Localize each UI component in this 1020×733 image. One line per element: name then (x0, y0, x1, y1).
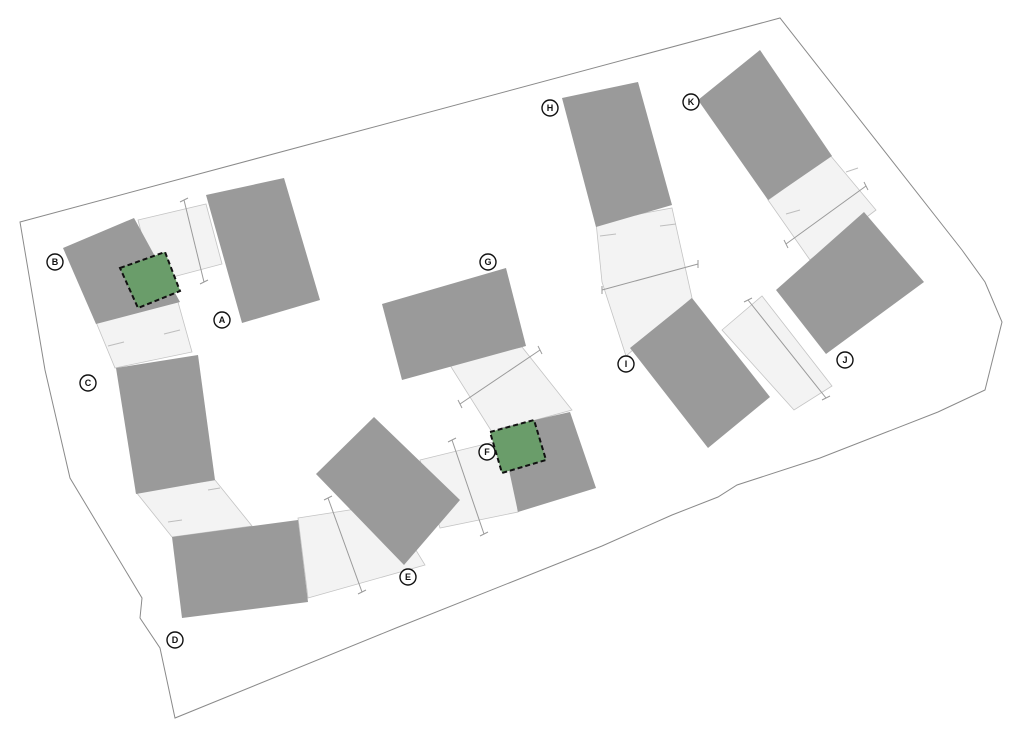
buildings (63, 50, 924, 618)
svg-text:C: C (85, 378, 92, 388)
svg-text:F: F (484, 447, 490, 457)
marker-d: D (166, 631, 184, 649)
svg-text:J: J (842, 355, 847, 365)
svg-text:E: E (405, 572, 411, 582)
building-d (172, 520, 308, 618)
building-k (698, 50, 832, 200)
svg-text:A: A (219, 315, 226, 325)
marker-c: C (79, 374, 97, 392)
highlight-zone-b (118, 250, 182, 310)
marker-b: B (46, 253, 64, 271)
marker-e: E (399, 568, 417, 586)
markers: A B C D E F G H I J K (46, 93, 854, 649)
marker-j: J (836, 351, 854, 369)
svg-text:H: H (547, 103, 554, 113)
marker-g: G (479, 253, 497, 271)
building-h (562, 82, 672, 227)
building-i (630, 298, 770, 448)
building-j (776, 212, 924, 354)
building-c (116, 355, 215, 494)
svg-text:K: K (688, 97, 695, 107)
dimension-lines (179, 181, 869, 595)
connector-i-j (721, 295, 833, 411)
highlighted-zones (118, 250, 548, 475)
svg-text:B: B (52, 257, 59, 267)
connector-hints (107, 167, 859, 523)
svg-text:D: D (172, 635, 179, 645)
highlight-zone-f (488, 418, 548, 475)
svg-text:G: G (484, 257, 491, 267)
marker-h: H (541, 99, 559, 117)
marker-f: F (478, 443, 496, 461)
building-e (316, 417, 460, 565)
marker-i: I (617, 355, 635, 373)
building-a (206, 178, 320, 323)
marker-a: A (213, 311, 231, 329)
marker-k: K (682, 93, 700, 111)
building-g (382, 268, 526, 380)
svg-text:I: I (625, 359, 628, 369)
